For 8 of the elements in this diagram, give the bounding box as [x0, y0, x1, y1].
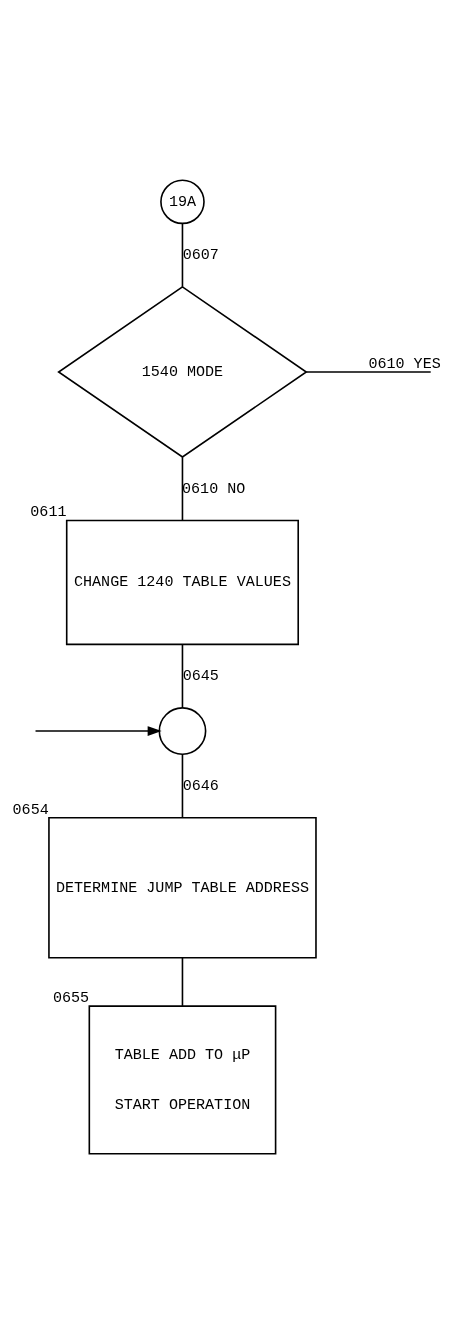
node-label: 0654 [12, 800, 49, 819]
edge-label: 0607 [182, 245, 219, 264]
edge-label: 0645 [182, 666, 219, 685]
edge-label: 0610 NO [182, 479, 246, 498]
node-label: 0611 [30, 502, 67, 521]
edge-label: 0610 YES [368, 354, 441, 373]
edge-label: 0646 [182, 776, 219, 795]
node-label: 0655 [52, 988, 90, 1007]
